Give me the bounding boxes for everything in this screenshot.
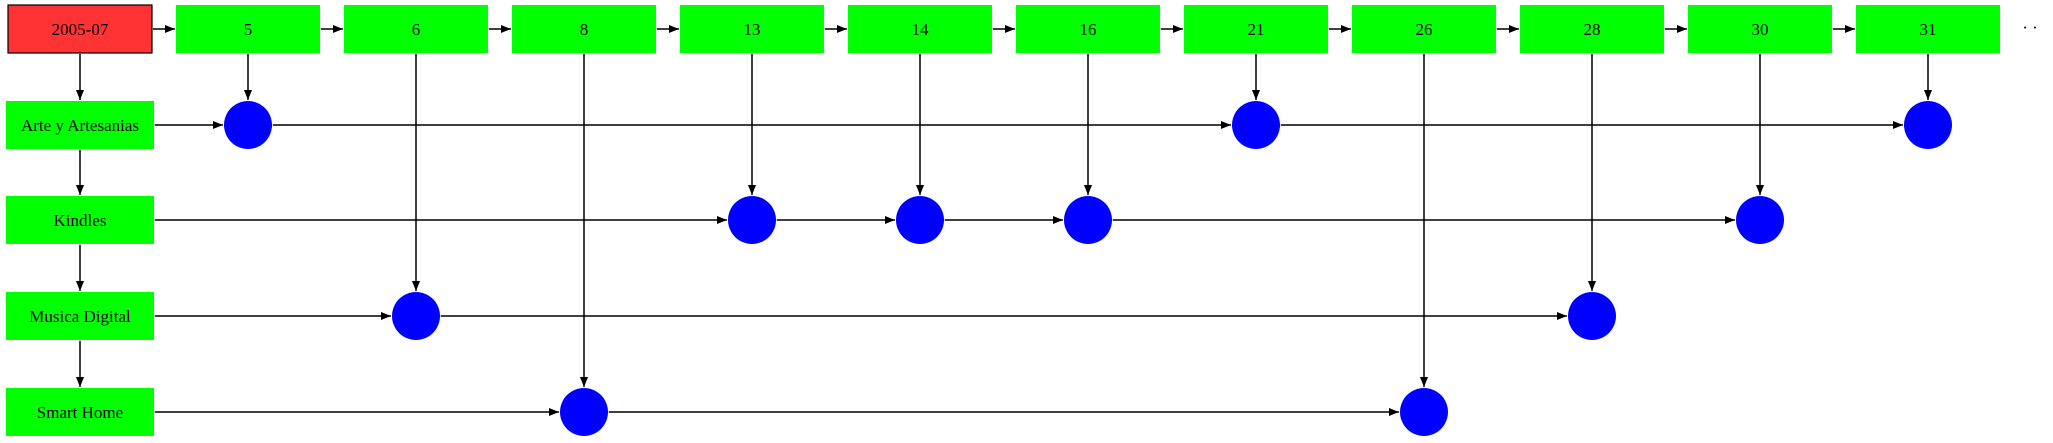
day-label: 28 <box>1584 20 1601 39</box>
category-label: Arte y Artesanias <box>21 116 139 135</box>
day-label: 30 <box>1752 20 1769 39</box>
day-box <box>1520 5 1664 53</box>
day-box <box>1856 5 2000 53</box>
day-box <box>1016 5 1160 53</box>
day-label: 14 <box>912 20 930 39</box>
day-box <box>344 5 488 53</box>
event-dot <box>1568 292 1616 340</box>
category-node <box>6 292 154 340</box>
day-box <box>680 5 824 53</box>
event-dot <box>560 388 608 436</box>
day-box <box>512 5 656 53</box>
day-box <box>1688 5 1832 53</box>
event-dot <box>224 101 272 149</box>
day-node <box>1352 5 1496 53</box>
month-label: 2005-07 <box>52 20 109 39</box>
day-node <box>176 5 320 53</box>
category-node <box>6 196 154 244</box>
trailing-marker: · · <box>2022 18 2038 37</box>
day-label: 31 <box>1920 20 1937 39</box>
category-label: Smart Home <box>37 403 123 422</box>
day-label: 6 <box>412 20 421 39</box>
category-box <box>6 388 154 436</box>
event-dot <box>1232 101 1280 149</box>
category-label: Musica Digital <box>29 307 131 326</box>
event-dot <box>896 196 944 244</box>
month-node: 2005-07 <box>7 4 153 54</box>
day-label: 26 <box>1416 20 1433 39</box>
category-node <box>6 101 154 149</box>
event-dot <box>1064 196 1112 244</box>
category-node <box>6 388 154 436</box>
event-dot <box>1904 101 1952 149</box>
day-label: 5 <box>244 20 253 39</box>
day-node <box>1016 5 1160 53</box>
day-box <box>176 5 320 53</box>
day-box <box>1184 5 1328 53</box>
day-label: 21 <box>1248 20 1265 39</box>
category-box <box>6 196 154 244</box>
day-label: 13 <box>744 20 761 39</box>
day-box <box>848 5 992 53</box>
event-dot <box>1736 196 1784 244</box>
day-node <box>1688 5 1832 53</box>
day-node <box>344 5 488 53</box>
day-node <box>512 5 656 53</box>
day-label: 16 <box>1080 20 1097 39</box>
category-box <box>6 292 154 340</box>
day-node <box>1184 5 1328 53</box>
day-label: 8 <box>580 20 589 39</box>
day-box <box>1352 5 1496 53</box>
event-dot <box>392 292 440 340</box>
month-box <box>7 4 153 54</box>
day-node <box>1856 5 2000 53</box>
event-dot <box>1400 388 1448 436</box>
day-node <box>848 5 992 53</box>
day-node <box>1520 5 1664 53</box>
category-label: Kindles <box>54 211 107 230</box>
category-box <box>6 101 154 149</box>
event-dot <box>728 196 776 244</box>
day-node <box>680 5 824 53</box>
edges-layer <box>76 25 1932 416</box>
